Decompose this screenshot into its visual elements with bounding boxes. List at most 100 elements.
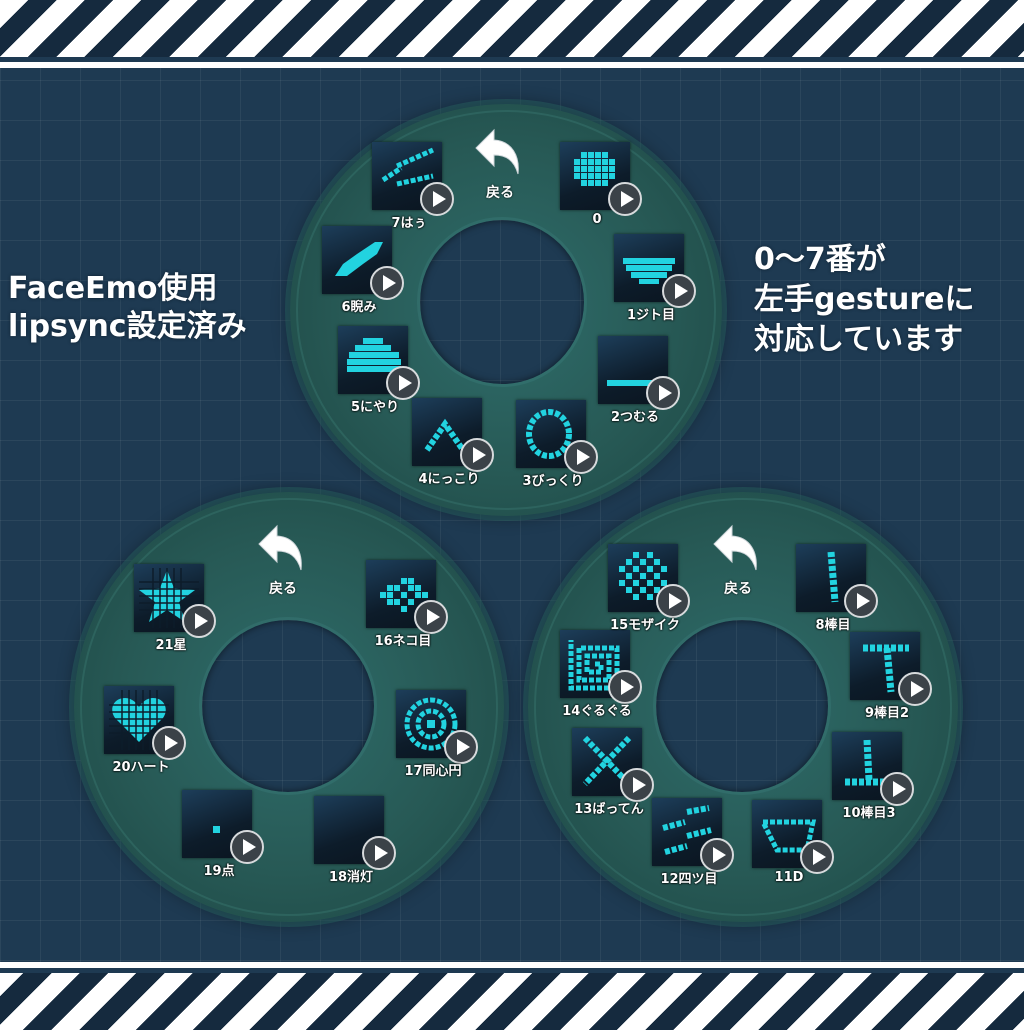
play-icon[interactable] bbox=[700, 838, 734, 872]
bottom-stripe-border bbox=[0, 962, 1024, 1030]
caption-left: FaceEmo使用 lipsync設定済み bbox=[8, 270, 247, 346]
expression-label: 18消灯 bbox=[328, 870, 374, 885]
expression-item-7[interactable]: 7はぅ bbox=[364, 142, 454, 234]
expression-item-18[interactable]: 18消灯 bbox=[306, 796, 396, 888]
heart-icon bbox=[109, 690, 169, 750]
expression-thumbnail bbox=[322, 226, 392, 294]
spiral-eye-icon bbox=[568, 640, 620, 691]
expression-label: 14ぐるぐる bbox=[562, 704, 632, 719]
expression-item-21[interactable]: 21星 bbox=[126, 564, 216, 656]
expression-item-1[interactable]: 1ジト目 bbox=[606, 234, 696, 326]
caption-right-line: 対応しています bbox=[754, 322, 964, 357]
expression-label: 7はぅ bbox=[391, 216, 427, 231]
play-icon[interactable] bbox=[898, 672, 932, 706]
play-icon[interactable] bbox=[414, 600, 448, 634]
play-icon[interactable] bbox=[386, 366, 420, 400]
top-stripe-border bbox=[0, 0, 1024, 68]
play-icon[interactable] bbox=[608, 670, 642, 704]
back-button[interactable]: 戻る bbox=[460, 126, 540, 202]
expression-item-14[interactable]: 14ぐるぐる bbox=[552, 630, 642, 722]
expression-item-11[interactable]: 11D bbox=[744, 800, 834, 892]
back-button[interactable]: 戻る bbox=[698, 522, 778, 598]
play-icon[interactable] bbox=[230, 830, 264, 864]
play-icon[interactable] bbox=[800, 840, 834, 874]
back-arrow-icon bbox=[475, 128, 519, 175]
expression-label: 3びっくり bbox=[522, 474, 584, 489]
play-icon[interactable] bbox=[420, 182, 454, 216]
expression-item-19[interactable]: 19点 bbox=[174, 790, 264, 882]
play-icon[interactable] bbox=[370, 266, 404, 300]
caption-left-line: FaceEmo使用 bbox=[8, 271, 218, 306]
expression-item-0[interactable]: 0 bbox=[552, 142, 642, 234]
half-eye-icon bbox=[623, 258, 675, 284]
smile-eye-icon bbox=[424, 418, 466, 452]
play-icon[interactable] bbox=[662, 274, 696, 308]
expression-label: 10棒目3 bbox=[842, 806, 896, 821]
cluster-icon bbox=[574, 152, 615, 186]
expression-label: 1ジト目 bbox=[626, 308, 676, 323]
expression-item-16[interactable]: 16ネコ目 bbox=[358, 560, 448, 652]
play-icon[interactable] bbox=[362, 836, 396, 870]
bar-eye-icon bbox=[827, 551, 839, 603]
grin-eye-icon bbox=[347, 338, 401, 372]
play-icon[interactable] bbox=[444, 730, 478, 764]
expression-item-13[interactable]: 13ばってん bbox=[564, 728, 654, 820]
expression-label: 20ハート bbox=[112, 760, 170, 775]
expression-item-5[interactable]: 5にやり bbox=[330, 326, 420, 418]
four-eye-icon bbox=[662, 805, 712, 855]
play-icon[interactable] bbox=[460, 438, 494, 472]
cat-eye-icon bbox=[380, 578, 428, 612]
expression-item-10[interactable]: 10棒目3 bbox=[824, 732, 914, 824]
back-arrow-icon bbox=[258, 524, 302, 571]
expression-label: 15モザイク bbox=[610, 618, 680, 633]
caption-right-line: 0〜7番が bbox=[754, 242, 886, 277]
expression-thumbnail bbox=[560, 142, 630, 210]
play-icon[interactable] bbox=[182, 604, 216, 638]
expression-item-3[interactable]: 3びっくり bbox=[508, 400, 598, 492]
expression-item-6[interactable]: 6睨み bbox=[314, 226, 404, 318]
expression-label: 6睨み bbox=[341, 300, 377, 315]
play-icon[interactable] bbox=[620, 768, 654, 802]
expression-label: 17同心円 bbox=[404, 764, 462, 779]
expression-item-2[interactable]: 2つむる bbox=[590, 336, 680, 428]
expression-item-20[interactable]: 20ハート bbox=[96, 686, 186, 778]
play-icon[interactable] bbox=[646, 376, 680, 410]
expression-label: 2つむる bbox=[610, 410, 660, 425]
back-button[interactable]: 戻る bbox=[243, 522, 323, 598]
expression-label: 5にやり bbox=[350, 400, 400, 415]
back-label: 戻る bbox=[486, 185, 514, 201]
radial-menu-hole bbox=[656, 620, 828, 792]
dot-icon bbox=[213, 826, 220, 833]
expression-item-9[interactable]: 9棒目2 bbox=[842, 632, 932, 724]
closed-eye-icon bbox=[607, 380, 661, 386]
mosaic-icon bbox=[619, 552, 667, 600]
expression-label: 12四ツ目 bbox=[660, 872, 718, 887]
play-icon[interactable] bbox=[608, 182, 642, 216]
expression-item-4[interactable]: 4にっこり bbox=[404, 398, 494, 490]
play-icon[interactable] bbox=[152, 726, 186, 760]
expression-label: 8棒目 bbox=[815, 618, 851, 633]
t-bar-eye-icon bbox=[863, 644, 909, 693]
expression-label: 19点 bbox=[203, 864, 235, 879]
expression-item-15[interactable]: 15モザイク bbox=[600, 544, 690, 636]
play-icon[interactable] bbox=[656, 584, 690, 618]
expression-label: 16ネコ目 bbox=[374, 634, 432, 649]
caption-right: 0〜7番が 左手gestureに 対応しています bbox=[754, 240, 975, 360]
radial-menu-hole bbox=[420, 220, 584, 384]
ring-eye-icon bbox=[526, 409, 572, 459]
expression-label: 0 bbox=[592, 212, 602, 227]
radial-menu-hole bbox=[202, 620, 374, 792]
expression-label: 9棒目2 bbox=[864, 706, 910, 721]
play-icon[interactable] bbox=[844, 584, 878, 618]
expression-label: 11D bbox=[774, 870, 804, 885]
squint-eye-icon bbox=[381, 147, 435, 187]
play-icon[interactable] bbox=[564, 440, 598, 474]
concentric-icon bbox=[404, 697, 458, 751]
expression-item-12[interactable]: 12四ツ目 bbox=[644, 798, 734, 890]
expression-item-17[interactable]: 17同心円 bbox=[388, 690, 478, 782]
expression-label: 21星 bbox=[155, 638, 187, 653]
expression-item-8[interactable]: 8棒目 bbox=[788, 544, 878, 636]
back-arrow-icon bbox=[713, 524, 757, 571]
play-icon[interactable] bbox=[880, 772, 914, 806]
expression-label: 4にっこり bbox=[418, 472, 480, 487]
